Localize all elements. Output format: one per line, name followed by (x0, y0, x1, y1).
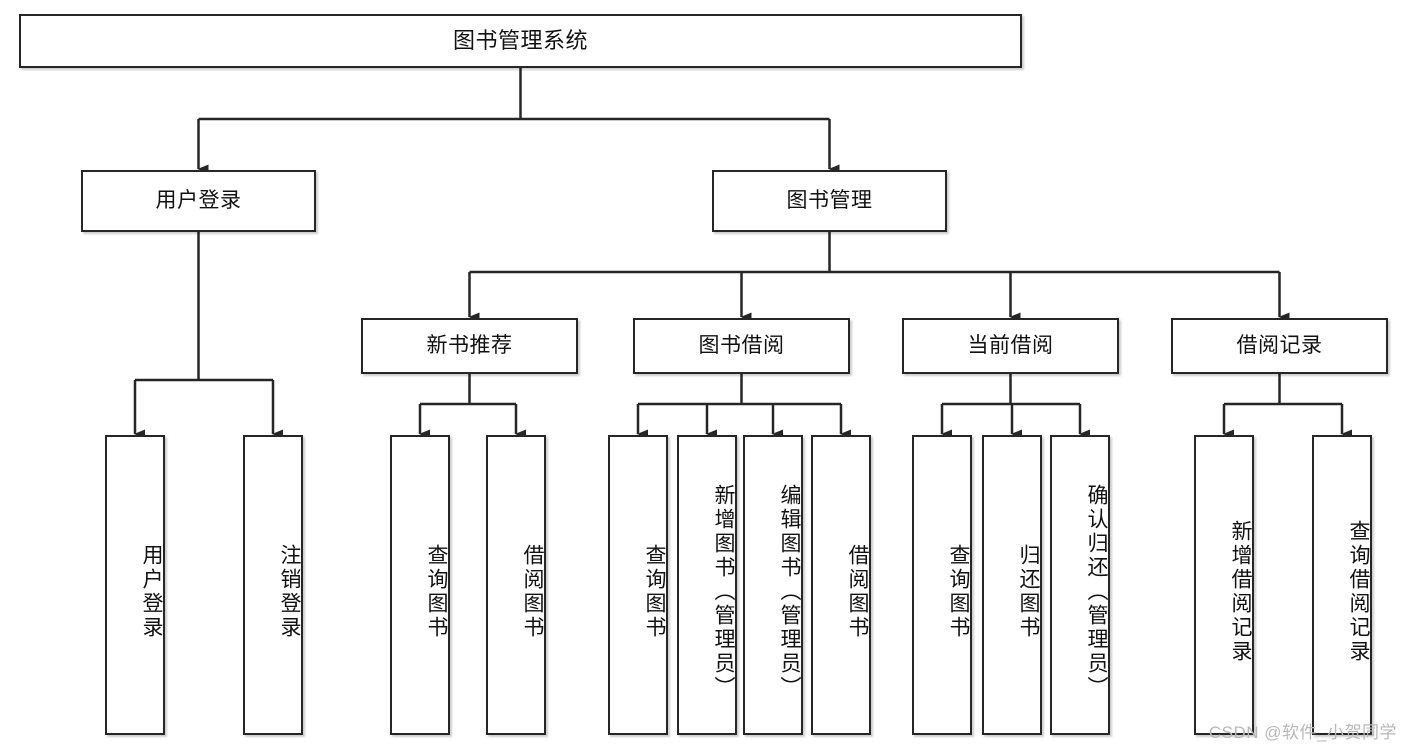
edge-group (133, 68, 1352, 439)
node-root[interactable]: 图书管理系统 (19, 14, 1022, 68)
node-label: 用户登录 (155, 188, 242, 212)
node-label: 借阅图书 (521, 544, 544, 640)
node-label: 查询图书 (425, 544, 448, 640)
node-label: 编辑图书（管理员） (778, 484, 801, 700)
node-leaf-borrow-1[interactable]: 借阅图书 (486, 435, 546, 735)
node-label: 用户登录 (140, 544, 163, 640)
node-book-borrow[interactable]: 图书借阅 (633, 318, 850, 374)
node-leaf-query-2[interactable]: 查询图书 (608, 435, 668, 735)
node-label: 当前借阅 (967, 333, 1054, 357)
node-label: 查询图书 (643, 544, 666, 640)
node-leaf-qry-record[interactable]: 查询借阅记录 (1312, 435, 1372, 735)
watermark-text: CSDN @软件_小贺同学 (1208, 723, 1397, 742)
node-user-login[interactable]: 用户登录 (81, 170, 316, 232)
node-leaf-add-record[interactable]: 新增借阅记录 (1194, 435, 1254, 735)
node-leaf-user-login[interactable]: 用户登录 (105, 435, 165, 735)
node-label: 借阅记录 (1236, 333, 1323, 357)
node-label: 新增借阅记录 (1229, 520, 1252, 664)
node-leaf-borrow-2[interactable]: 借阅图书 (811, 435, 871, 735)
node-leaf-logout[interactable]: 注销登录 (243, 435, 303, 735)
node-label: 归还图书 (1017, 544, 1040, 640)
node-label: 新书推荐 (426, 333, 513, 357)
node-leaf-edit-book[interactable]: 编辑图书（管理员） (743, 435, 803, 735)
node-borrow-record[interactable]: 借阅记录 (1171, 318, 1388, 374)
node-current-borrow[interactable]: 当前借阅 (902, 318, 1119, 374)
node-leaf-query-1[interactable]: 查询图书 (390, 435, 450, 735)
node-leaf-confirm[interactable]: 确认归还（管理员） (1050, 435, 1110, 735)
node-label: 确认归还（管理员） (1085, 484, 1108, 700)
node-label: 图书管理系统 (452, 28, 588, 54)
node-leaf-return[interactable]: 归还图书 (982, 435, 1042, 735)
node-label: 图书管理 (786, 188, 873, 212)
node-label: 图书借阅 (698, 333, 785, 357)
node-leaf-query-3[interactable]: 查询图书 (912, 435, 972, 735)
node-leaf-add-book[interactable]: 新增图书（管理员） (677, 435, 737, 735)
node-label: 查询图书 (947, 544, 970, 640)
node-label: 新增图书（管理员） (712, 484, 735, 700)
node-label: 查询借阅记录 (1347, 520, 1370, 664)
node-label: 注销登录 (278, 544, 301, 640)
node-book-manage[interactable]: 图书管理 (712, 170, 947, 232)
node-label: 借阅图书 (846, 544, 869, 640)
node-new-book-rec[interactable]: 新书推荐 (361, 318, 578, 374)
